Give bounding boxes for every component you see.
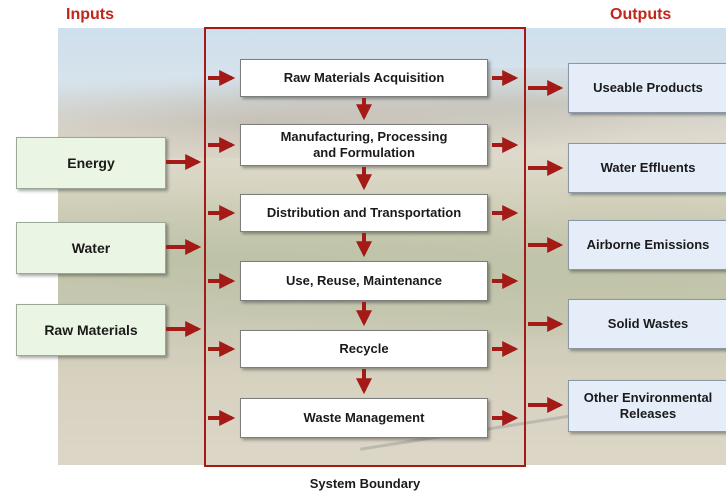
- system-boundary: [204, 27, 526, 467]
- output-airborne-emissions: Airborne Emissions: [568, 220, 726, 270]
- inputs-heading: Inputs: [66, 6, 114, 23]
- stage-distribution: Distribution and Transportation: [240, 194, 488, 232]
- outputs-heading: Outputs: [610, 6, 672, 23]
- input-raw-materials: Raw Materials: [16, 304, 166, 356]
- stage-use-reuse: Use, Reuse, Maintenance: [240, 261, 488, 301]
- output-other-releases: Other Environmental Releases: [568, 380, 726, 432]
- input-energy: Energy: [16, 137, 166, 189]
- stage-waste-management: Waste Management: [240, 398, 488, 438]
- stage-recycle: Recycle: [240, 330, 488, 368]
- stage-raw-materials-acquisition: Raw Materials Acquisition: [240, 59, 488, 97]
- input-water: Water: [16, 222, 166, 274]
- output-water-effluents: Water Effluents: [568, 143, 726, 193]
- system-boundary-label: System Boundary: [309, 476, 421, 491]
- stage-manufacturing: Manufacturing, Processing and Formulatio…: [240, 124, 488, 166]
- output-solid-wastes: Solid Wastes: [568, 299, 726, 349]
- output-useable-products: Useable Products: [568, 63, 726, 113]
